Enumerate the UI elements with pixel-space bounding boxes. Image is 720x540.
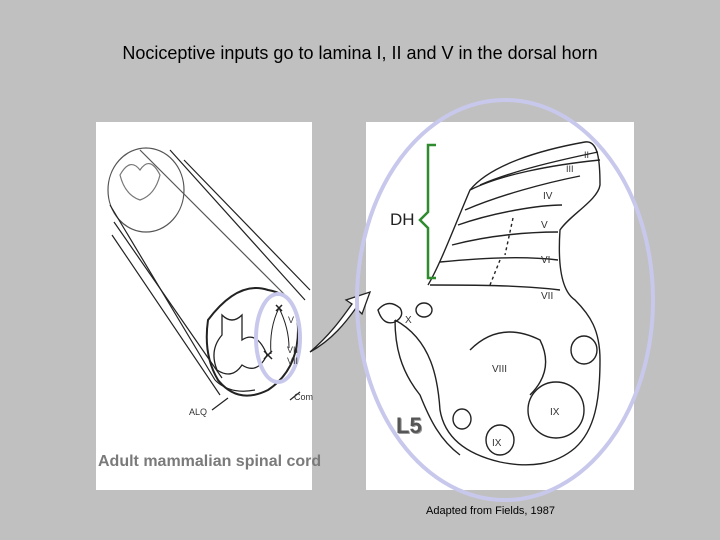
alq-label: ALQ [189,407,207,417]
left-lamina-vii-label: VII [287,345,298,355]
lamina-ix-large-label: IX [550,407,560,418]
lamina-highlight-right [355,98,655,502]
slide-title: Nociceptive inputs go to lamina I, II an… [122,43,598,63]
lamina-x-label: X [405,315,412,326]
cross-section-drawing [377,141,601,466]
dorsal-horn-label: DH [390,210,415,229]
lamina-ii-label: II [584,150,589,160]
lamina-viii-label: VIII [492,364,507,375]
figure-caption: Adult mammalian spinal cord [98,453,322,470]
left-lamina-viii-label: VII [287,356,298,366]
com-label: Com [294,392,313,402]
spinal-cord-drawing [107,147,311,411]
lamina-highlight-left [254,292,302,384]
l5-segment-label: L5 [396,413,422,438]
left-lamina-v-label: V [288,315,294,325]
source-credit: Adapted from Fields, 1987 [426,505,556,517]
dh-bracket [418,143,436,280]
lamina-iii-label: III [566,164,574,174]
lamina-iv-label: IV [543,191,553,202]
lamina-vi-label: VI [541,255,550,266]
lamina-v-label: V [541,220,548,231]
lamina-vii-label: VII [541,291,553,302]
zoom-arrow [309,290,372,353]
lamina-ix-small-label: IX [492,438,502,449]
